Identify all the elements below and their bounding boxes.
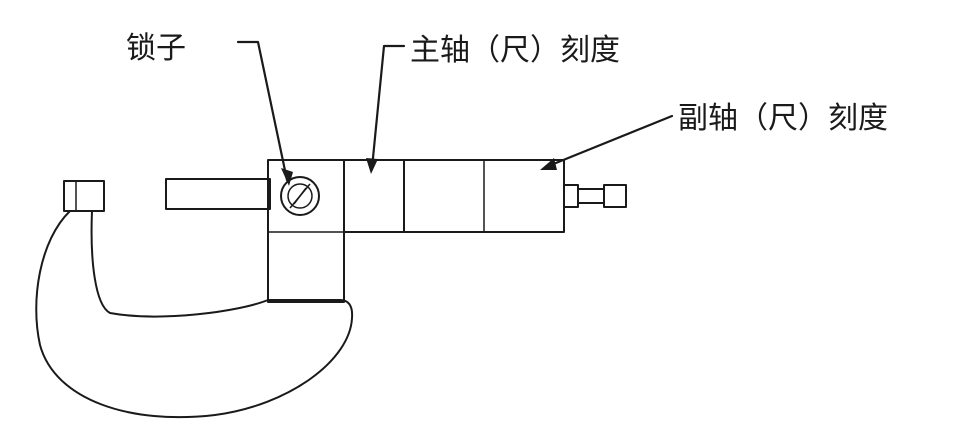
label-main-scale: 主轴（尺）刻度 — [410, 33, 620, 68]
spindle — [165, 178, 271, 210]
c-frame — [35, 210, 354, 419]
sleeve-housing — [267, 159, 345, 303]
ratchet — [563, 184, 627, 208]
label-vernier-scale: 副轴（尺）刻度 — [678, 101, 888, 136]
lock-leader — [236, 40, 293, 186]
anvil — [63, 180, 105, 212]
main-sleeve — [343, 159, 405, 233]
thimble — [403, 159, 565, 233]
label-lock: 锁子 — [126, 31, 186, 66]
main-scale-leader — [366, 44, 406, 174]
vernier-scale-leader — [540, 114, 674, 170]
lock-knob — [280, 176, 320, 216]
